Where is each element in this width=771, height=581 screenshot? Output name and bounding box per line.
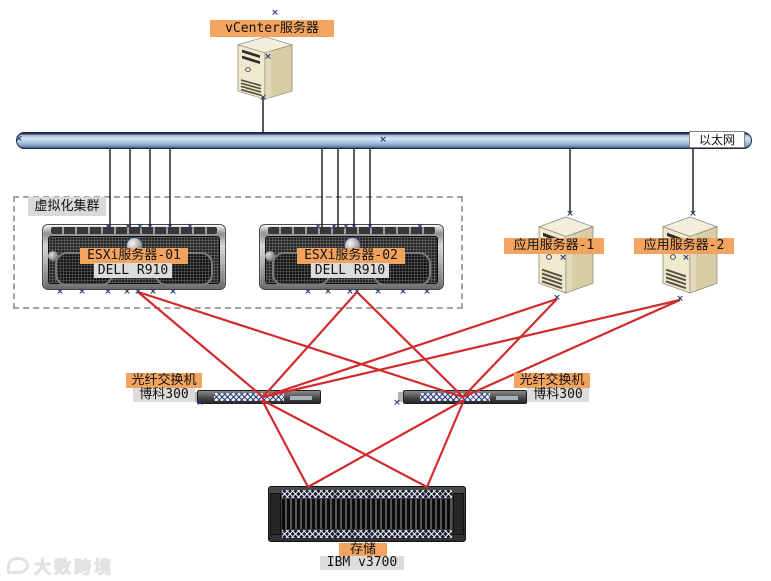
link-app2-fcsw1 <box>262 298 681 399</box>
link-esxi02-fcsw1 <box>262 291 358 398</box>
link-fcsw2-storage-2 <box>425 399 466 488</box>
connection-point <box>559 254 567 262</box>
watermark: 大数跨境 <box>7 553 114 579</box>
connection-points-row <box>282 490 452 498</box>
rack-vent-row <box>51 227 217 234</box>
connection-point <box>15 135 23 143</box>
link-fcsw1-storage-1 <box>261 399 309 488</box>
power-button-icon <box>265 251 275 261</box>
switch-badge <box>290 396 312 400</box>
esxi-server-01-model: DELL R910 <box>94 263 172 278</box>
connection-point <box>124 223 132 231</box>
esxi-server-01-label: ESXi服务器-01 <box>80 248 188 264</box>
connection-point <box>374 288 382 296</box>
connection-point <box>330 223 338 231</box>
connection-point <box>553 294 561 302</box>
connection-point <box>78 288 86 296</box>
watermark-logo-icon <box>7 557 29 574</box>
link-app1-fcsw1 <box>262 297 558 399</box>
link-esxi01-fcsw2 <box>137 290 464 399</box>
link-fcsw2-storage-1 <box>307 399 465 488</box>
link-fcsw1-storage-2 <box>261 399 428 488</box>
esxi-server-02-model: DELL R910 <box>311 263 389 278</box>
ethernet-label: 以太网 <box>689 131 745 148</box>
connection-point <box>350 223 358 231</box>
connection-point <box>134 288 142 296</box>
drive-slots <box>282 499 452 529</box>
connection-point <box>399 288 407 296</box>
link-esxi02-fcsw2 <box>356 291 464 398</box>
connection-point <box>136 223 144 231</box>
connection-point <box>423 288 431 296</box>
connection-point <box>342 223 350 231</box>
connection-point <box>566 210 574 218</box>
app-server-1-label: 应用服务器-1 <box>504 238 604 254</box>
fc-switch-1-icon <box>192 390 321 404</box>
connection-point <box>379 136 387 144</box>
connection-point <box>353 288 361 296</box>
switch-ports-hatch <box>214 393 284 401</box>
fc-switch-2-model: 博科300 <box>527 388 589 402</box>
switch-bracket <box>398 392 403 402</box>
connection-point <box>393 399 401 407</box>
connection-point <box>682 254 690 262</box>
connection-point <box>196 399 204 407</box>
connection-point <box>264 53 272 61</box>
cluster-box <box>13 196 463 309</box>
storage-model: IBM v3700 <box>320 556 404 570</box>
connection-point <box>186 223 194 231</box>
rack-ear <box>453 493 464 535</box>
connection-point <box>416 223 424 231</box>
app-server-2-label: 应用服务器-2 <box>634 238 734 254</box>
connection-point <box>324 288 332 296</box>
connection-point <box>259 94 267 102</box>
connection-point <box>104 223 112 231</box>
power-button-icon <box>48 251 58 261</box>
fc-switch-2-name: 光纤交换机 <box>514 373 590 388</box>
connection-point <box>149 288 157 296</box>
watermark-text: 大数跨境 <box>34 558 114 579</box>
fc-links <box>137 290 681 488</box>
link-app2-fcsw2 <box>462 298 681 399</box>
ethernet-links <box>109 98 694 227</box>
storage-name: 存储 <box>339 543 387 557</box>
connection-point <box>689 210 697 218</box>
link-esxi01-fcsw1 <box>137 291 264 398</box>
connection-point <box>56 288 64 296</box>
rack-ear <box>270 493 281 535</box>
link-app1-fcsw2 <box>462 298 558 398</box>
connection-point <box>366 223 374 231</box>
connection-point <box>676 295 684 303</box>
esxi-server-02-label: ESXi服务器-02 <box>297 248 405 264</box>
connection-point <box>304 288 312 296</box>
storage-icon <box>268 486 466 542</box>
connection-point <box>123 288 131 296</box>
connection-point <box>166 223 174 231</box>
vcenter-label: vCenter服务器 <box>210 20 334 37</box>
connection-point <box>271 9 279 17</box>
switch-badge <box>496 396 518 400</box>
connection-point <box>169 288 177 296</box>
cluster-label: 虚拟化集群 <box>28 197 106 216</box>
fc-switch-1-name: 光纤交换机 <box>126 373 202 388</box>
connection-point <box>314 223 322 231</box>
connection-points-row <box>282 530 452 538</box>
switch-ports-hatch <box>420 393 490 401</box>
connection-point <box>146 223 154 231</box>
connection-point <box>104 288 112 296</box>
fc-switch-1-model: 博科300 <box>133 388 195 402</box>
